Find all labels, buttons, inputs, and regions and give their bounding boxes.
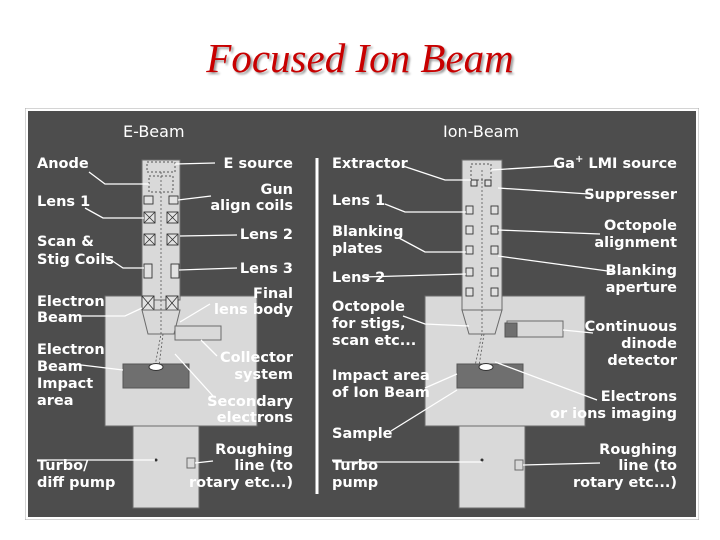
label-gun-align-line2: align coils xyxy=(210,198,293,214)
slide-title: Focused Ion Beam xyxy=(206,35,514,81)
label-ion-roughing-line1: Roughing xyxy=(599,442,677,458)
ionbeam-chamber xyxy=(424,295,586,427)
label-ion-impact-line2: of Ion Beam xyxy=(332,385,430,401)
label-suppresser: Suppresser xyxy=(584,187,678,203)
label-impact-line3: Impact xyxy=(37,376,93,392)
ionbeam-column xyxy=(424,159,586,509)
label-final-lens-line1: Final xyxy=(253,286,293,302)
label-ebeam-lens1: Lens 1 xyxy=(37,194,90,210)
ionbeam-leader-lines xyxy=(333,165,616,466)
label-ebeam-lens2: Lens 2 xyxy=(240,227,293,243)
label-scan-stig-line1: Scan & xyxy=(37,234,94,250)
label-ion-lens1: Lens 1 xyxy=(332,193,385,209)
label-electron-beam-line2: Beam xyxy=(37,310,83,326)
label-ion-roughing-line3: rotary etc...) xyxy=(573,475,677,491)
ebeam-coils xyxy=(141,195,180,311)
label-sample: Sample xyxy=(332,426,393,442)
ionbeam-elements xyxy=(465,205,499,297)
label-collector-line1: Collector xyxy=(220,350,294,366)
label-impact-line2: Beam xyxy=(37,359,83,375)
label-dinode-line3: detector xyxy=(607,353,677,369)
label-octopole-align-line1: Octopole xyxy=(604,218,677,234)
label-ebeam-roughing-line3: rotary etc...) xyxy=(189,475,293,491)
label-impact-line1: Electron xyxy=(37,342,105,358)
label-scan-stig-line2: Stig Coils xyxy=(37,252,114,268)
label-ion-impact-line1: Impact area xyxy=(332,368,430,384)
label-anode: Anode xyxy=(37,156,89,172)
label-e-source: E source xyxy=(224,156,294,172)
label-extractor: Extractor xyxy=(332,156,409,172)
label-electron-beam-line1: Electron xyxy=(37,294,105,310)
label-ion-turbo-line2: pump xyxy=(332,475,378,491)
label-ebeam-lens3: Lens 3 xyxy=(240,261,293,277)
label-dinode-line2: dinode xyxy=(621,336,677,352)
label-ebeam-roughing-line1: Roughing xyxy=(215,442,293,458)
label-octopole-line1: Octopole xyxy=(332,299,405,315)
label-octopole-align-line2: alignment xyxy=(594,235,677,251)
label-ebeam-turbo-line2: diff pump xyxy=(37,475,115,491)
label-secondary-line2: electrons xyxy=(217,410,293,426)
label-blanking-aperture-line2: aperture xyxy=(606,280,678,296)
label-ebeam-roughing-line2: line (to xyxy=(234,458,293,474)
label-octopole-line2: for stigs, xyxy=(332,316,406,332)
label-collector-line2: system xyxy=(234,367,293,383)
label-gun-align-line1: Gun xyxy=(260,182,293,198)
ebeam-leader-lines xyxy=(37,162,238,464)
label-ion-turbo-line1: Turbo xyxy=(332,458,378,474)
ionbeam-header: Ion-Beam xyxy=(443,122,519,141)
label-ebeam-turbo-line1: Turbo/ xyxy=(37,458,89,474)
label-impact-line4: area xyxy=(37,393,74,409)
label-final-lens-line2: lens body xyxy=(214,302,294,318)
label-octopole-line3: scan etc... xyxy=(332,333,416,349)
label-ga-lmi-source: Ga+ LMI source xyxy=(553,154,677,172)
label-secondary-line1: Secondary xyxy=(207,394,293,410)
label-ion-roughing-line2: line (to xyxy=(618,458,677,474)
label-blanking-plates-line1: Blanking xyxy=(332,224,403,240)
label-imaging-line2: or ions imaging xyxy=(550,406,677,422)
ebeam-header: E-Beam xyxy=(123,122,185,141)
label-ion-lens2: Lens 2 xyxy=(332,270,385,286)
label-imaging-line1: Electrons xyxy=(601,389,677,405)
ionbeam-roughing-port xyxy=(514,459,524,471)
fib-diagram: E-Beam Ion-Beam Anode Lens 1 Scan & Stig… xyxy=(25,108,699,520)
label-blanking-plates-line2: plates xyxy=(332,241,383,257)
ebeam-roughing-port xyxy=(186,457,196,469)
ionbeam-pump xyxy=(458,425,526,509)
label-blanking-aperture-line1: Blanking xyxy=(606,263,677,279)
ebeam-collector xyxy=(174,325,222,341)
label-dinode-line1: Continuous xyxy=(585,319,677,335)
